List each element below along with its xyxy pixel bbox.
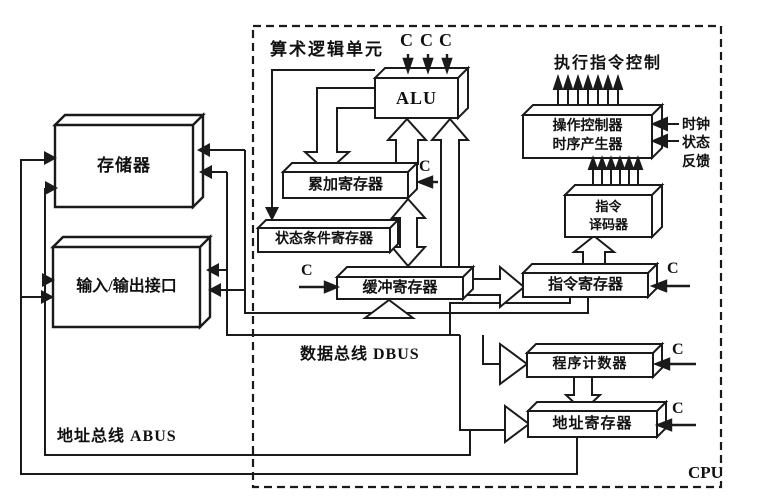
feedback-label: 反馈 (682, 155, 710, 170)
instruction-register-box (520, 261, 660, 300)
decoder-line2: 译码器 (588, 217, 628, 232)
dbus-main-line (226, 172, 460, 336)
buffer-register-box (334, 264, 476, 302)
abus-inner-line (44, 188, 471, 456)
c-signal-instruction-register: C (667, 260, 679, 277)
dbus-to-address-register (459, 335, 506, 431)
c-signal-accumulator: C (419, 158, 431, 175)
dbus-memory-arrowhead2 (199, 165, 212, 179)
hollow-arrows (302, 87, 617, 444)
dbus-to-buffer-arrow (362, 298, 416, 319)
exec-control-label: 执行指令控制 (554, 55, 663, 72)
io-interface-label: 输入/输出接口 (76, 278, 177, 296)
status-register-label: 状态条件寄存器 (275, 231, 373, 247)
decoder-line1: 指令 (595, 199, 622, 215)
c-signal-address-register: C (672, 400, 684, 417)
program-counter-label: 程序计数器 (552, 356, 628, 372)
cpu-label: CPU (688, 463, 723, 482)
status-register-box (255, 217, 401, 255)
accumulator-to-alu-arrow (385, 117, 429, 165)
status-wire-arrowhead (265, 207, 279, 221)
alu-section-label: 算术逻辑单元 (270, 40, 384, 59)
cpu-dashed-boundary (251, 24, 723, 489)
abus-io-arrowhead2 (41, 290, 54, 304)
clock-label: 时钟 (682, 118, 710, 133)
data-bus-label: 数据总线 DBUS (300, 346, 420, 363)
status-label: 状态 (682, 136, 710, 151)
c-signal-program-counter: C (672, 341, 684, 358)
ir-to-decoder-arrow (571, 234, 617, 266)
instruction-decoder-box (562, 182, 665, 240)
c-signal-top3: C (439, 30, 452, 50)
dbus-memory-arrowhead (197, 143, 210, 157)
abus-memory-arrowhead (44, 151, 57, 165)
decoder-to-controller-arrows (587, 155, 644, 185)
abus-io-arrowhead (42, 273, 55, 287)
operation-controller-label: 操作控制器 时序产生器 (523, 115, 652, 158)
dbus-io-arrowhead (206, 263, 219, 277)
program-counter-box (524, 341, 665, 380)
controller-output-arrows (552, 73, 624, 105)
dbus-top-line (244, 150, 589, 314)
c-signal-top1: C (400, 30, 413, 50)
operation-controller-box (520, 102, 665, 161)
instruction-decoder-label: 指令 译码器 (565, 195, 652, 237)
dbus-to-program-counter (482, 335, 500, 365)
accumulator-box (280, 160, 420, 201)
address-bus-label: 地址总线 ABUS (57, 428, 177, 445)
c-signal-buffer: C (301, 262, 313, 279)
address-register-box (525, 399, 669, 440)
dbus-to-pc-arrowhead (499, 342, 529, 386)
memory-box (52, 112, 206, 210)
cpu-boxes (255, 65, 669, 440)
alu-box (372, 65, 471, 121)
controller-input-arrows (650, 116, 679, 149)
controller-line1: 操作控制器 (552, 118, 623, 134)
dbus-io-arrowhead2 (208, 283, 221, 297)
buffer-register-label: 缓冲寄存器 (362, 279, 438, 296)
address-register-label: 地址寄存器 (552, 415, 633, 432)
alu-status-wire (271, 69, 375, 212)
abus-outer-line (20, 159, 578, 475)
abus-memory-arrowhead2 (45, 181, 58, 195)
alu-label: ALU (395, 87, 437, 108)
accumulator-label: 累加寄存器 (307, 176, 383, 193)
controller-line2: 时序产生器 (552, 137, 623, 153)
c-signal-top2: C (420, 30, 433, 50)
io-interface-box (50, 234, 213, 330)
c-control-arrows (299, 54, 696, 432)
solid-arrowheads (41, 143, 279, 304)
external-boxes (50, 112, 213, 330)
memory-label: 存储器 (97, 155, 151, 175)
dbus-to-ar-arrowhead (504, 404, 531, 444)
ir-address-line (449, 297, 571, 334)
buffer-to-alu-arrow (429, 117, 471, 269)
instruction-register-label: 指令寄存器 (547, 276, 623, 293)
alu-to-accumulator-arrow (302, 87, 375, 174)
buffer-to-instruction-register-arrow (466, 264, 526, 310)
